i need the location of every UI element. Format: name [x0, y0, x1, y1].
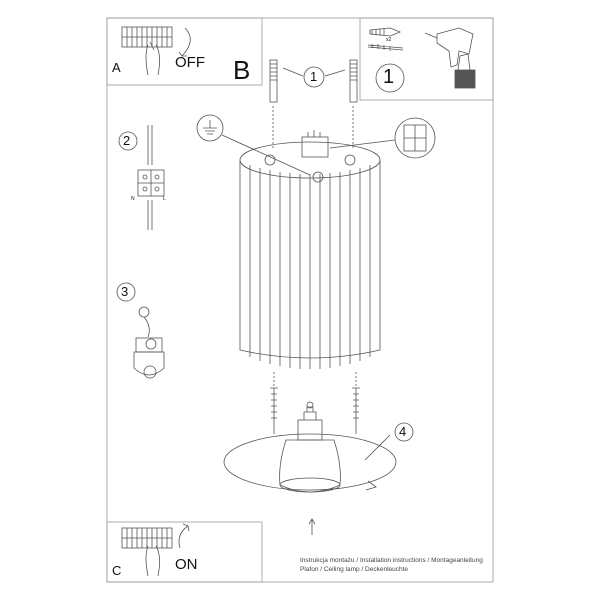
step-2-circle: [118, 131, 138, 151]
ceiling-dowel-icon: [269, 59, 358, 150]
step-1-circle-box: [375, 63, 405, 93]
terminal-callout: [329, 117, 436, 159]
canopy-base: [223, 401, 397, 493]
panel-c-letter: C: [112, 563, 122, 578]
neutral-label: N: [131, 196, 135, 202]
off-label: OFF: [175, 54, 205, 71]
step-1-circle: [303, 66, 325, 88]
wiring-connector-icon: [137, 125, 165, 230]
step-1-number: 1: [310, 69, 318, 84]
page-frame: [106, 17, 494, 583]
quantity-label: x2: [386, 37, 392, 43]
footer-title: Instrukcja montażu / Installation instru…: [300, 557, 483, 564]
step-1-box-number: 1: [383, 66, 395, 88]
footer-subtitle: Plafon / Ceiling lamp / Deckenleuchte: [300, 566, 409, 573]
panel-b-letter: B: [233, 55, 251, 85]
step-3-number: 3: [121, 284, 129, 299]
panel-a-letter: A: [112, 60, 121, 75]
lamp-cylinder: [239, 130, 381, 369]
breaker-off-icon: [121, 26, 191, 76]
breaker-on-icon: [121, 523, 190, 577]
mounting-screw-icon: [270, 372, 360, 434]
panel-c-box: [106, 521, 263, 583]
step-4-number: 4: [399, 424, 407, 439]
ground-clamp-icon: [133, 306, 165, 379]
panel-a-box: [106, 17, 263, 86]
wall-plug-screw-icon: [367, 27, 404, 51]
drill-icon: [424, 27, 476, 89]
tools-box: [359, 17, 494, 101]
step-2-number: 2: [123, 133, 131, 148]
on-label: ON: [175, 556, 198, 573]
live-label: L: [163, 196, 166, 202]
ground-symbol-callout: [196, 114, 311, 176]
step-3-circle: [116, 282, 136, 302]
rotation-arrow-icon: [308, 434, 391, 535]
step-4-circle: [394, 422, 414, 442]
